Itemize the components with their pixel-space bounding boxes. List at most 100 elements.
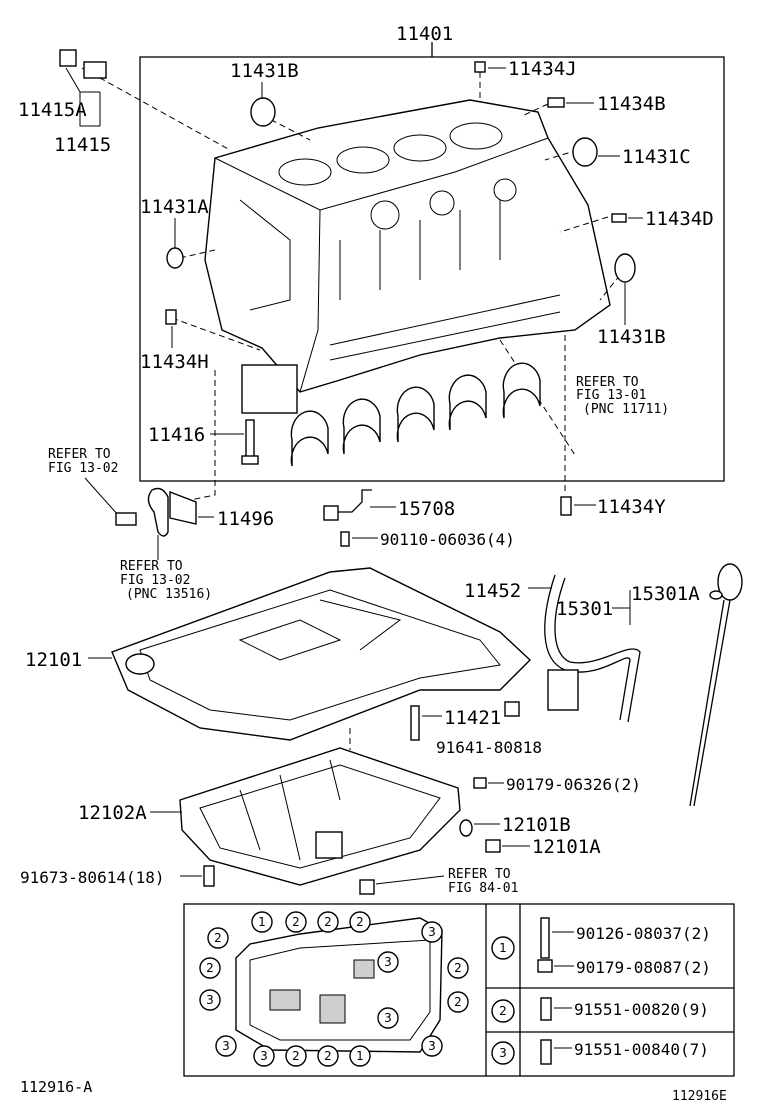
legend-key-1 (491, 936, 515, 960)
gasket-12101B (459, 819, 473, 837)
figure-code-left: 112916-A (20, 1078, 92, 1096)
ref-1301-line2: FIG 13-01 (576, 388, 646, 403)
svg-text:3: 3 (222, 1039, 230, 1053)
bolt-11416 (241, 419, 259, 465)
plug-12101A (485, 839, 501, 853)
legend-key-2 (491, 999, 515, 1023)
label-91551-00820[interactable]: 91551-00820(9) (574, 1000, 709, 1019)
fitting-11415 (59, 49, 107, 79)
stud-11421 (410, 705, 420, 741)
label-11434Y[interactable]: 11434Y (597, 496, 666, 518)
label-11434J[interactable]: 11434J (508, 58, 577, 80)
upper-oil-pan-12101 (111, 567, 532, 741)
svg-text:2: 2 (324, 1049, 332, 1063)
bracket-1302 (147, 487, 169, 537)
label-11431A[interactable]: 11431A (140, 196, 209, 218)
plug-11431B-right (614, 253, 636, 283)
svg-text:2: 2 (324, 915, 332, 929)
ref-1302b-line1: REFER TO (120, 559, 183, 574)
ref-1302a-line2: FIG 13-02 (48, 461, 118, 476)
svg-text:2: 2 (206, 961, 214, 975)
bolt-91673 (203, 865, 215, 887)
ref-8401-line2: FIG 84-01 (448, 881, 518, 896)
svg-text:2: 2 (214, 931, 222, 945)
label-11496[interactable]: 11496 (217, 508, 274, 530)
ref-1301-line1: REFER TO (576, 375, 639, 390)
label-91641[interactable]: 91641-80818 (436, 738, 542, 757)
svg-text:2: 2 (499, 1004, 507, 1018)
label-12102A[interactable]: 12102A (78, 802, 147, 824)
dipstick-15301 (689, 563, 743, 807)
svg-text:1: 1 (258, 915, 266, 929)
label-15301A[interactable]: 15301A (631, 583, 700, 605)
ref-8401-line1: REFER TO (448, 867, 511, 882)
label-11401[interactable]: 11401 (396, 23, 453, 45)
pipe-15708 (323, 489, 372, 521)
nut-90179-08087 (537, 959, 553, 973)
svg-text:3: 3 (428, 925, 436, 939)
label-90179-06326[interactable]: 90179-06326(2) (506, 775, 641, 794)
label-11415[interactable]: 11415 (54, 134, 111, 156)
label-90126[interactable]: 90126-08037(2) (576, 924, 711, 943)
label-91551-00840[interactable]: 91551-00840(7) (574, 1040, 709, 1059)
label-11434B[interactable]: 11434B (597, 93, 666, 115)
label-11434H[interactable]: 11434H (140, 351, 209, 373)
bolt-91551-00840 (540, 1039, 552, 1065)
label-90110[interactable]: 90110-06036(4) (380, 530, 515, 549)
ref-1301-line3: (PNC 11711) (583, 402, 669, 417)
label-91673[interactable]: 91673-80614(18) (20, 868, 165, 887)
pin-11434J (474, 61, 486, 73)
main-bearings (290, 362, 541, 467)
bolt-callouts: 1 2 2 2 2 3 3 2 2 3 2 3 3 3 3 2 2 1 (199, 911, 469, 1067)
plug-11431C (572, 137, 598, 167)
label-11452[interactable]: 11452 (464, 580, 521, 602)
label-11431C[interactable]: 11431C (622, 146, 691, 168)
ref-1302a-line1: REFER TO (48, 447, 111, 462)
gasket-11496 (169, 490, 197, 525)
cylinder-block (204, 99, 611, 414)
pin-11434Y (560, 496, 572, 516)
svg-text:1: 1 (356, 1049, 364, 1063)
plug-11431B-top (250, 97, 276, 127)
svg-text:2: 2 (292, 1049, 300, 1063)
ref-1302b-line3: (PNC 13516) (126, 587, 212, 602)
pin-11434B (547, 97, 565, 108)
label-90179-08087[interactable]: 90179-08087(2) (576, 958, 711, 977)
label-11415A[interactable]: 11415A (18, 99, 87, 121)
pan-plan-outline (235, 917, 443, 1053)
label-12101B[interactable]: 12101B (502, 814, 571, 836)
label-12101[interactable]: 12101 (25, 649, 82, 671)
label-12101A[interactable]: 12101A (532, 836, 601, 858)
svg-text:3: 3 (384, 1011, 392, 1025)
svg-text:1: 1 (499, 941, 507, 955)
svg-text:3: 3 (206, 993, 214, 1007)
label-11421[interactable]: 11421 (444, 707, 501, 729)
label-15708[interactable]: 15708 (398, 498, 455, 520)
svg-text:2: 2 (356, 915, 364, 929)
legend-key-3 (491, 1041, 515, 1065)
label-11431B-right[interactable]: 11431B (597, 326, 666, 348)
svg-text:3: 3 (499, 1046, 507, 1060)
plug-11431A (166, 247, 184, 269)
svg-text:3: 3 (260, 1049, 268, 1063)
pin-11434H (165, 309, 177, 325)
svg-text:2: 2 (292, 915, 300, 929)
bolt-91641 (504, 701, 520, 717)
oil-strainer-11452 (544, 574, 641, 723)
ref-1302b-line2: FIG 13-02 (120, 573, 190, 588)
bolt-90126 (540, 917, 550, 959)
bolt-ref-8401 (359, 879, 375, 895)
lower-oil-pan-12102A (179, 747, 461, 886)
bolt-91551-00820 (540, 997, 552, 1021)
label-11416[interactable]: 11416 (148, 424, 205, 446)
label-11434D[interactable]: 11434D (645, 208, 714, 230)
svg-text:2: 2 (454, 995, 462, 1009)
label-11431B-top[interactable]: 11431B (230, 60, 299, 82)
nut-90179-06326 (473, 777, 487, 789)
figure-code-right: 112916E (672, 1089, 727, 1104)
svg-text:2: 2 (454, 961, 462, 975)
label-15301[interactable]: 15301 (556, 598, 613, 620)
bolt-pattern-box (183, 903, 735, 1077)
svg-text:3: 3 (428, 1039, 436, 1053)
